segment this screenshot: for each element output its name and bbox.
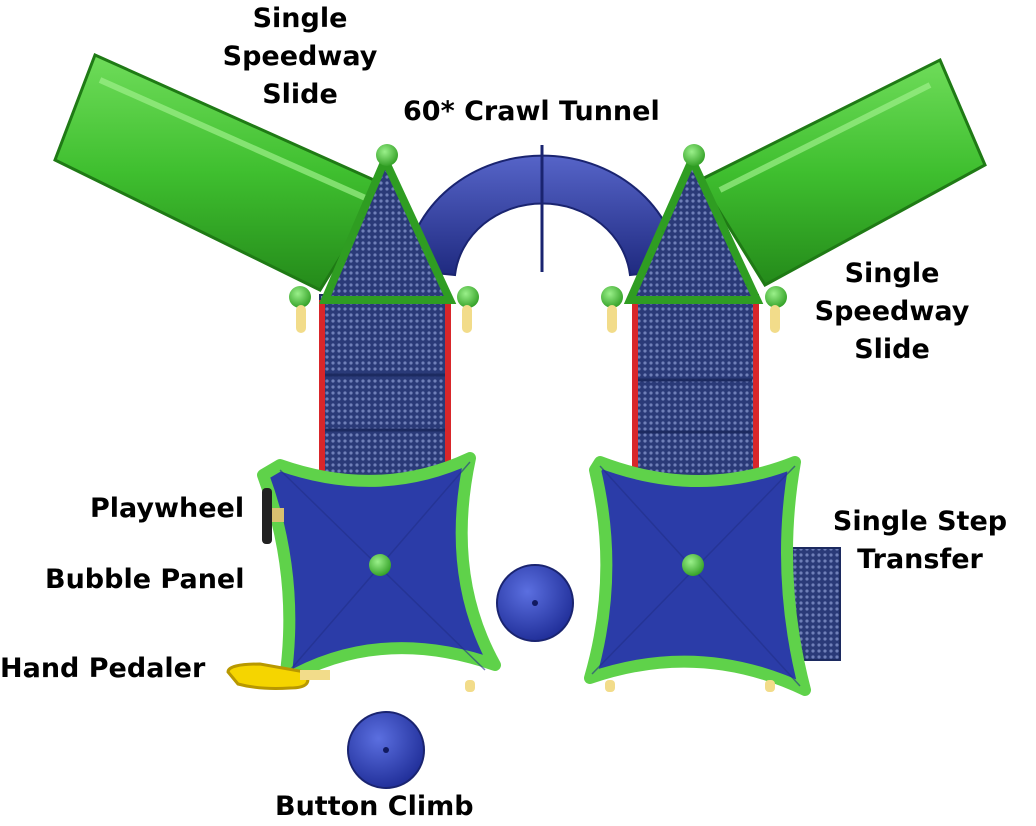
label-hand-pedaler: Hand Pedaler [0,653,206,684]
hand-pedaler [226,662,330,690]
right-tower [601,144,787,486]
left-tower [289,144,479,486]
label-playwheel: Playwheel [90,493,245,524]
label-bubble-panel: Bubble Panel [45,564,245,595]
left-roof [257,452,501,686]
label-button-climb: Button Climb [275,791,474,822]
left-speedway-slide [53,52,388,292]
crawl-tunnel [403,145,682,277]
label-crawl-tunnel: 60* Crawl Tunnel [403,96,660,127]
footings [465,680,775,692]
label-left-speedway-slide: Single Speedway Slide [222,3,378,110]
label-right-speedway-slide: Single Speedway Slide [814,258,970,365]
playwheel [262,488,284,544]
label-single-step-transfer: Single Step Transfer [832,506,1008,575]
right-roof [584,456,811,696]
right-speedway-slide [697,57,987,287]
